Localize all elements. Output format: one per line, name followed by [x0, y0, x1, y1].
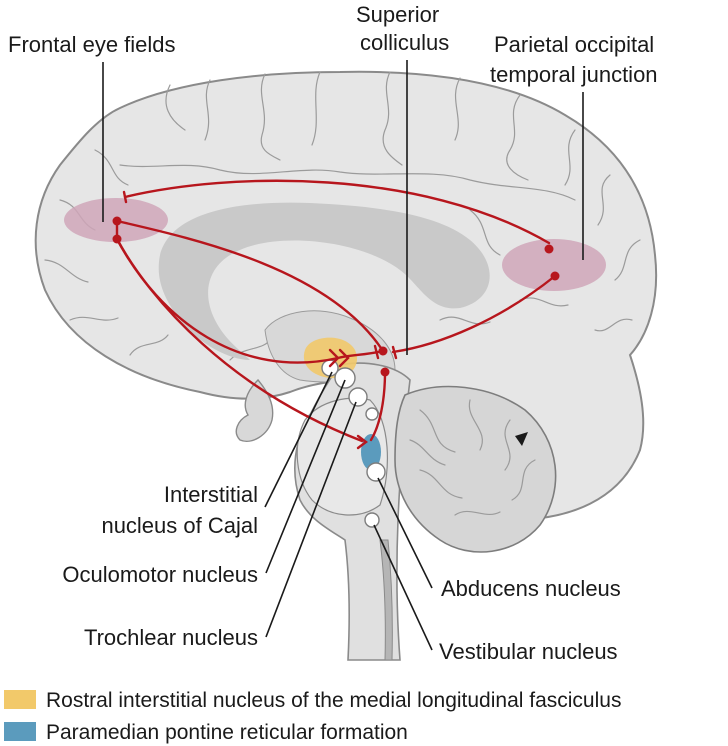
pointer-abducens	[377, 477, 433, 589]
pathways	[115, 179, 557, 443]
terminal-sc-right	[391, 345, 398, 360]
oculomotor-nucleus-marker	[334, 367, 356, 389]
legend-swatch-pprf	[4, 722, 36, 741]
terminal-rimlf-2	[338, 348, 350, 368]
fourth-ventricle	[379, 539, 393, 661]
label-cajal-line1: Interstitial	[164, 482, 258, 507]
label-superior-colliculus-line1: Superior	[356, 2, 439, 27]
interstitial-cajal-marker	[321, 359, 339, 377]
label-cajal-line2: nucleus of Cajal	[101, 513, 258, 538]
terminal-rimlf-1	[328, 348, 340, 368]
legend-label-pprf: Paramedian pontine reticular formation	[46, 721, 408, 744]
pathway-fef-to-sc	[115, 219, 385, 353]
pointer-lines	[102, 60, 584, 651]
cerebellum-notch	[515, 432, 528, 446]
pathway-nodes	[112, 190, 560, 450]
terminal-fef	[122, 190, 128, 204]
abducens-nucleus-marker	[366, 462, 386, 482]
label-oculomotor: Oculomotor nucleus	[62, 562, 258, 587]
label-parietal-line2: temporal junction	[490, 62, 658, 87]
cerebellum	[394, 385, 557, 553]
label-parietal-line1: Parietal occipital	[494, 32, 654, 57]
terminal-pprf	[356, 434, 368, 450]
legend-swatch-rimlf	[4, 690, 36, 709]
node-potj-2	[550, 271, 560, 281]
pathway-fef-to-potj	[123, 179, 551, 245]
label-abducens: Abducens nucleus	[441, 576, 621, 601]
pointer-vestibular	[373, 524, 433, 651]
trochlear-nucleus-marker	[348, 387, 368, 407]
pointer-trochlear	[265, 401, 357, 638]
pathway-sc-to-rimlf	[336, 349, 385, 360]
cerebellum-folia	[409, 399, 536, 516]
pathway-fef-to-rimlf	[115, 237, 340, 364]
pathway-potj-to-sc	[391, 274, 557, 354]
label-vestibular: Vestibular nucleus	[439, 639, 618, 664]
terminal-sc-left	[373, 344, 380, 360]
node-fef-2	[112, 234, 122, 244]
label-superior-colliculus-line2: colliculus	[360, 30, 449, 55]
node-fef-1	[112, 216, 122, 226]
node-potj-1	[544, 244, 554, 254]
pointer-oculomotor	[265, 379, 346, 574]
vestibular-nucleus-marker	[364, 512, 380, 528]
parietal-occipital-temporal-region	[502, 239, 606, 291]
label-trochlear: Trochlear nucleus	[84, 625, 258, 650]
legend-label-rimlf: Rostral interstitial nucleus of the medi…	[46, 689, 621, 712]
label-frontal-eye-fields: Frontal eye fields	[8, 32, 176, 57]
gyri-folds	[44, 71, 641, 361]
pprf-small-marker	[365, 407, 379, 421]
pointer-cajal	[264, 371, 333, 508]
node-sc-2	[380, 367, 390, 377]
pathway-sc-to-pprf	[369, 370, 387, 442]
legend: Rostral interstitial nucleus of the medi…	[4, 689, 621, 744]
pituitary-stalk	[235, 378, 274, 442]
node-sc-1	[378, 346, 388, 356]
